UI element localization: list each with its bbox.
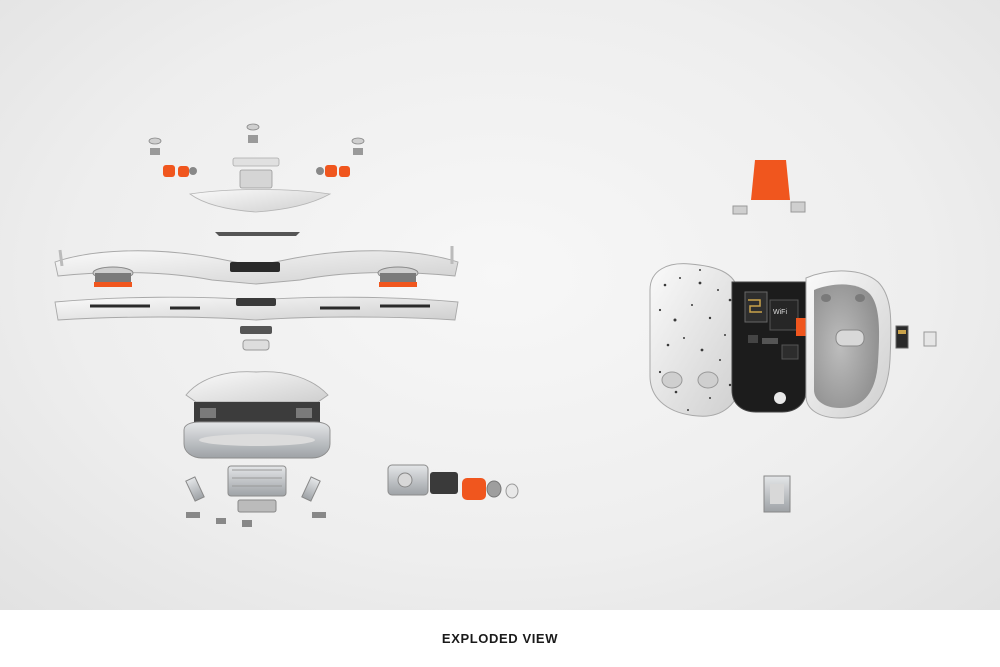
caption-bar: EXPLODED VIEW xyxy=(0,610,1000,667)
speckled-shell xyxy=(649,263,741,417)
exploded-view-illustration: WiFi xyxy=(0,0,1000,610)
top-fasteners xyxy=(148,123,365,155)
drone-assembly xyxy=(54,123,459,527)
circuit-board: WiFi xyxy=(731,281,810,413)
pod-assembly: WiFi xyxy=(649,160,937,513)
base-screws xyxy=(185,476,326,527)
figure-caption: EXPLODED VIEW xyxy=(441,631,559,646)
back-shell xyxy=(805,270,892,419)
wifi-chip-label: WiFi xyxy=(773,309,787,316)
hinge-module xyxy=(387,464,519,500)
orange-bushings xyxy=(163,165,350,177)
exploded-view-svg: WiFi xyxy=(54,123,937,527)
rotor-arms xyxy=(54,246,459,287)
